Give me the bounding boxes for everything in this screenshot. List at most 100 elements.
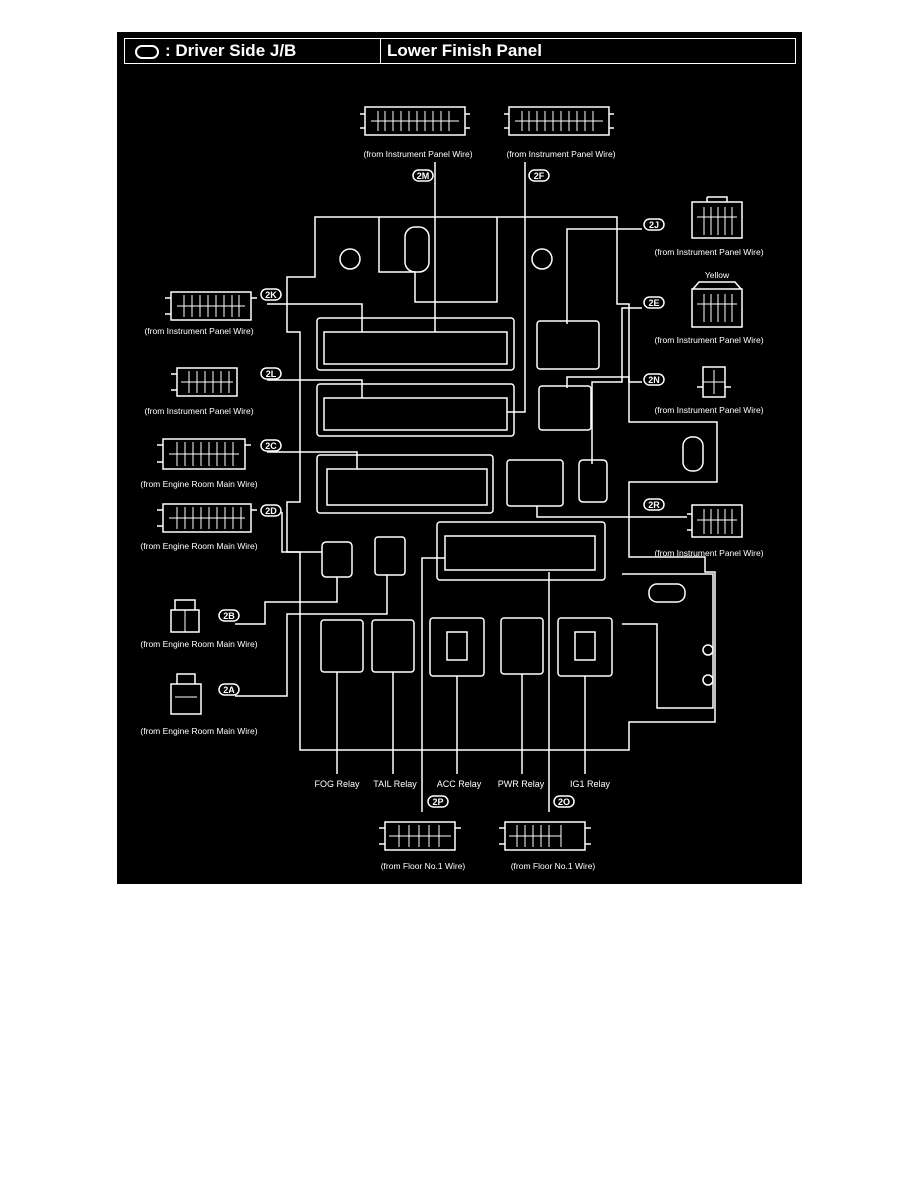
leader-2n	[566, 376, 642, 388]
ig1-relay-core	[574, 631, 596, 661]
source-2o: (from Floor No.1 Wire)	[511, 861, 596, 871]
jb-socket-2o-2p-inner	[444, 535, 596, 571]
bubble-2o	[553, 795, 575, 808]
location-label: : Driver Side J/B	[165, 41, 297, 60]
location-oval-icon	[135, 45, 159, 59]
code-2o: 2O	[558, 797, 570, 807]
relay-label-pwr: PWR Relay	[498, 779, 545, 789]
bubble-2d	[260, 504, 282, 517]
relay-label-ig1: IG1 Relay	[570, 779, 611, 789]
source-2p: (from Floor No.1 Wire)	[381, 861, 466, 871]
bubble-2j	[643, 218, 665, 231]
junction-block-diagram: : Driver Side J/B Lower Finish Panel	[117, 32, 802, 884]
leader-2f	[507, 162, 526, 413]
code-2f: 2F	[534, 171, 545, 181]
code-2n: 2N	[648, 375, 660, 385]
connector-2p-drawing	[379, 821, 461, 851]
connector-2j-drawing	[691, 196, 743, 239]
code-2a: 2A	[223, 685, 235, 695]
mounting-slot-right	[682, 436, 704, 472]
source-2f: (from Instrument Panel Wire)	[506, 149, 615, 159]
jb-socket-2n	[538, 385, 592, 431]
diagram-header: : Driver Side J/B Lower Finish Panel	[124, 38, 796, 64]
jb-socket-2e	[578, 459, 608, 503]
code-bubbles: 2M 2F 2J 2E 2K 2L 2N 2C 2D 2R 2B 2A 2P	[218, 169, 665, 808]
ig1-relay-socket	[557, 617, 613, 677]
source-2c: (from Engine Room Main Wire)	[140, 479, 257, 489]
bracket-hole-1	[702, 644, 714, 656]
leader-2k	[267, 303, 363, 332]
note-2e: Yellow	[705, 270, 730, 280]
jb-socket-2c	[316, 454, 494, 514]
source-2l: (from Instrument Panel Wire)	[144, 406, 253, 416]
leader-2l	[267, 379, 363, 398]
header-divider	[380, 39, 381, 63]
acc-relay-socket	[429, 617, 485, 677]
bubble-2c	[260, 439, 282, 452]
bubble-2f	[528, 169, 550, 182]
pwr-relay-socket	[500, 617, 544, 675]
source-2j: (from Instrument Panel Wire)	[654, 247, 763, 257]
mounting-slot	[404, 226, 430, 273]
panel-label: Lower Finish Panel	[387, 41, 542, 60]
bubble-2b	[218, 609, 240, 622]
code-2b: 2B	[223, 611, 235, 621]
jb-socket-2o-2p	[436, 521, 606, 581]
jb-socket-2l-2f-inner	[323, 397, 508, 431]
bubble-2n	[643, 373, 665, 386]
leader-2e	[591, 307, 642, 464]
bubble-2m	[412, 169, 434, 182]
code-2l: 2L	[266, 369, 277, 379]
connector-2k-drawing	[165, 291, 257, 321]
code-2m: 2M	[417, 171, 430, 181]
source-2d: (from Engine Room Main Wire)	[140, 541, 257, 551]
leader-2j	[566, 228, 642, 324]
connector-2a-drawing	[170, 673, 202, 715]
leader-2a	[235, 575, 388, 697]
leader-2d	[281, 512, 322, 553]
bracket-outline	[622, 573, 714, 709]
code-2r: 2R	[648, 500, 660, 510]
jb-inner-outline	[378, 217, 498, 303]
leader-2r	[536, 506, 687, 518]
wiring-diagram: 2M 2F 2J 2E 2K 2L 2N 2C 2D 2R 2B 2A 2P	[140, 106, 764, 871]
connector-2l-drawing	[171, 367, 238, 397]
code-2p: 2P	[432, 797, 443, 807]
tail-relay-socket	[371, 619, 415, 673]
bubble-2l	[260, 367, 282, 380]
relay-label-acc: ACC Relay	[437, 779, 482, 789]
jb-socket-2l-2f	[316, 383, 515, 437]
relay-labels: FOG Relay TAIL Relay ACC Relay PWR Relay…	[314, 779, 610, 789]
connector-2m-drawing	[360, 106, 470, 136]
jb-socket-2r	[506, 459, 564, 507]
bubble-2k	[260, 288, 282, 301]
code-2e: 2E	[648, 298, 659, 308]
code-2c: 2C	[265, 441, 277, 451]
bubble-2r	[643, 498, 665, 511]
connector-2b-drawing	[170, 599, 200, 633]
leader-2b	[235, 577, 338, 625]
connector-2e-drawing	[691, 281, 743, 328]
jb-socket-2k-2m-inner	[323, 331, 508, 365]
code-2j: 2J	[649, 220, 659, 230]
source-2b: (from Engine Room Main Wire)	[140, 639, 257, 649]
leader-2c	[267, 451, 358, 469]
bubble-2a	[218, 683, 240, 696]
mounting-hole-right	[531, 248, 553, 270]
relay-label-tail: TAIL Relay	[373, 779, 417, 789]
connector-2c-drawing	[157, 438, 251, 470]
connector-2r-drawing	[687, 504, 743, 538]
code-2d: 2D	[265, 506, 277, 516]
source-2n: (from Instrument Panel Wire)	[654, 405, 763, 415]
jb-socket-2a	[374, 536, 406, 576]
relay-label-fog: FOG Relay	[314, 779, 360, 789]
source-labels: (from Instrument Panel Wire) (from Instr…	[140, 149, 763, 871]
connector-2o-drawing	[499, 821, 591, 851]
bracket-hole-2	[702, 674, 714, 686]
source-2e: (from Instrument Panel Wire)	[654, 335, 763, 345]
connector-2f-drawing	[504, 106, 614, 136]
jb-socket-2k-2m	[316, 317, 515, 371]
acc-relay-core	[446, 631, 468, 661]
code-2k: 2K	[265, 290, 277, 300]
fog-relay-socket	[320, 619, 364, 673]
